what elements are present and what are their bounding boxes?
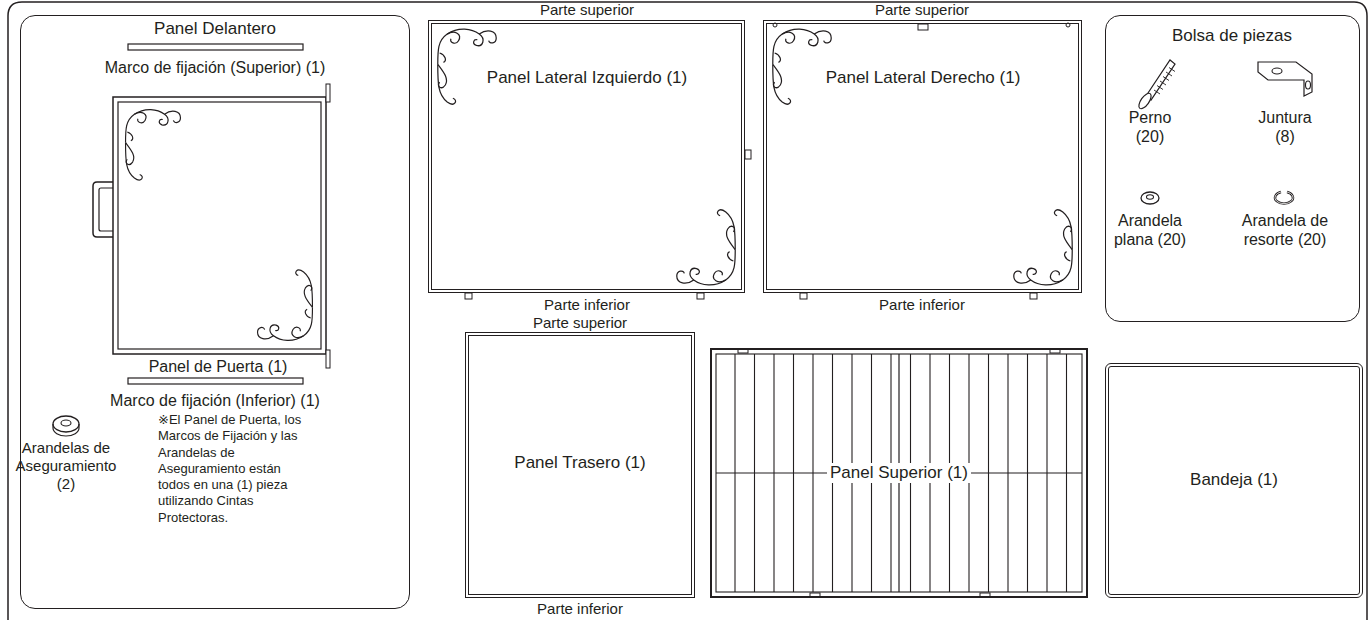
tray-panel: Bandeja (1)	[1105, 363, 1363, 598]
part-name: Perno (20)	[1120, 108, 1180, 146]
part-name: Bandeja (1)	[1187, 470, 1281, 490]
part-name: Arandelas de Aseguramiento (2)	[11, 439, 121, 493]
orientation-label: Parte superior	[875, 1, 969, 19]
part-name: Arandela plana (20)	[1108, 211, 1193, 249]
orientation-label: Parte superior	[533, 314, 627, 332]
orientation-label: Parte superior	[540, 1, 634, 19]
part-name: Marco de fijación (Superior) (1)	[105, 58, 326, 77]
back-panel: Panel Trasero (1)	[465, 332, 695, 598]
side-panel: Panel Lateral Izquierdo (1)	[428, 20, 745, 293]
part-name: Arandela de resorte (20)	[1241, 211, 1329, 249]
part-name: Panel Superior (1)	[827, 463, 971, 483]
part-name: Juntura (8)	[1250, 108, 1320, 146]
orientation-label: Parte inferior	[879, 296, 965, 314]
part-name: Panel de Puerta (1)	[149, 357, 288, 376]
side-panel: Panel Lateral Derecho (1)	[763, 20, 1082, 293]
note: ※El Panel de Puerta, los Marcos de Fijac…	[158, 412, 308, 526]
part-name: Panel Delantero	[151, 19, 279, 39]
top-panel: Panel Superior (1)	[710, 348, 1088, 598]
orientation-label: Parte inferior	[537, 600, 623, 618]
parts-bag-box: Bolsa de piezas	[1105, 15, 1360, 322]
part-name: Panel Trasero (1)	[511, 453, 648, 473]
part-name: Bolsa de piezas	[1169, 26, 1295, 46]
orientation-label: Parte inferior	[544, 296, 630, 314]
part-name: Panel Lateral Izquierdo (1)	[484, 68, 690, 88]
part-name: Marco de fijación (Inferior) (1)	[110, 391, 320, 410]
part-name: Panel Lateral Derecho (1)	[823, 68, 1024, 88]
